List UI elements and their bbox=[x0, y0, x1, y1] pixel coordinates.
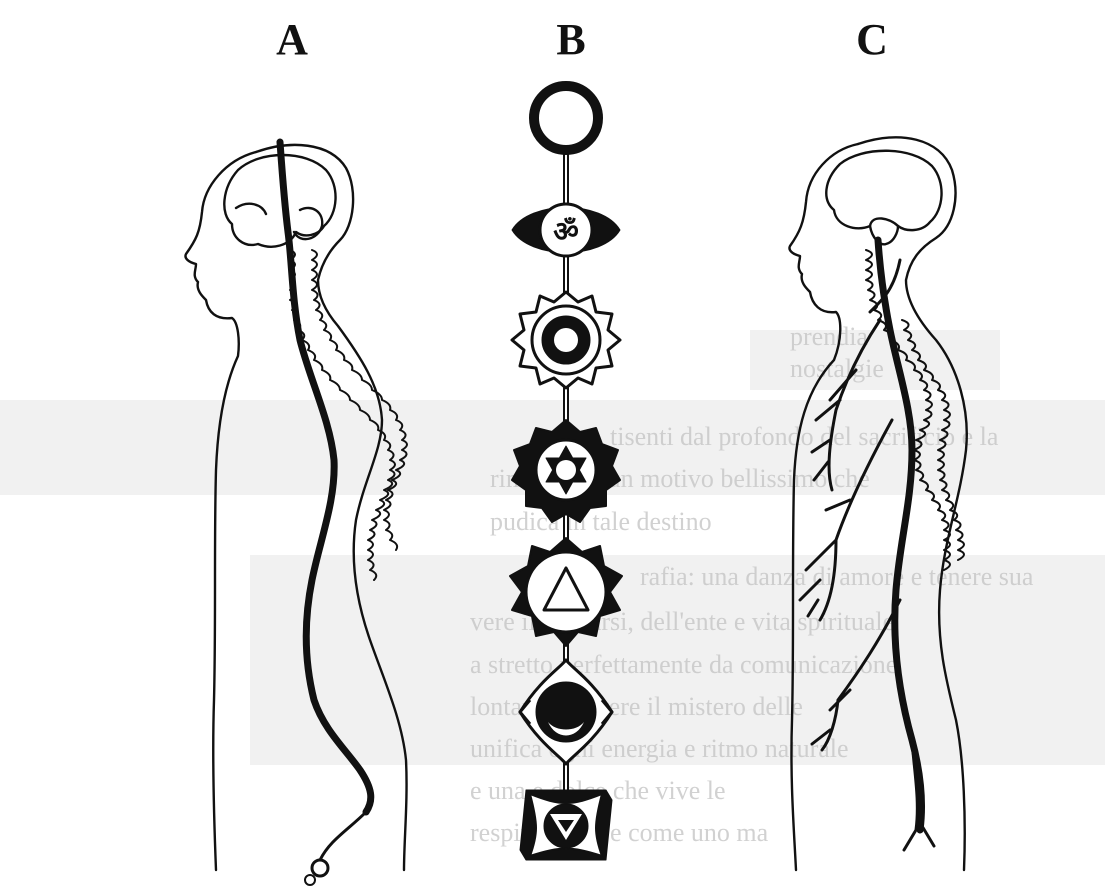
chakra-crown bbox=[534, 86, 598, 150]
chakra-sacral bbox=[520, 660, 612, 764]
spinal-cord-a bbox=[280, 142, 371, 812]
chakra-solar-plexus bbox=[510, 538, 622, 646]
chakra-throat bbox=[512, 292, 620, 388]
chakra-root bbox=[520, 790, 612, 860]
vertebrae-a bbox=[290, 250, 395, 580]
chakra-third-eye: ॐ bbox=[512, 204, 620, 256]
figure-b: ॐ bbox=[510, 86, 622, 860]
brain-outline-c bbox=[826, 151, 941, 230]
om-symbol: ॐ bbox=[553, 215, 579, 248]
figure-a bbox=[185, 142, 407, 885]
body-outline-a bbox=[185, 152, 256, 870]
figure-c bbox=[789, 137, 966, 870]
chakra-heart bbox=[512, 420, 620, 522]
